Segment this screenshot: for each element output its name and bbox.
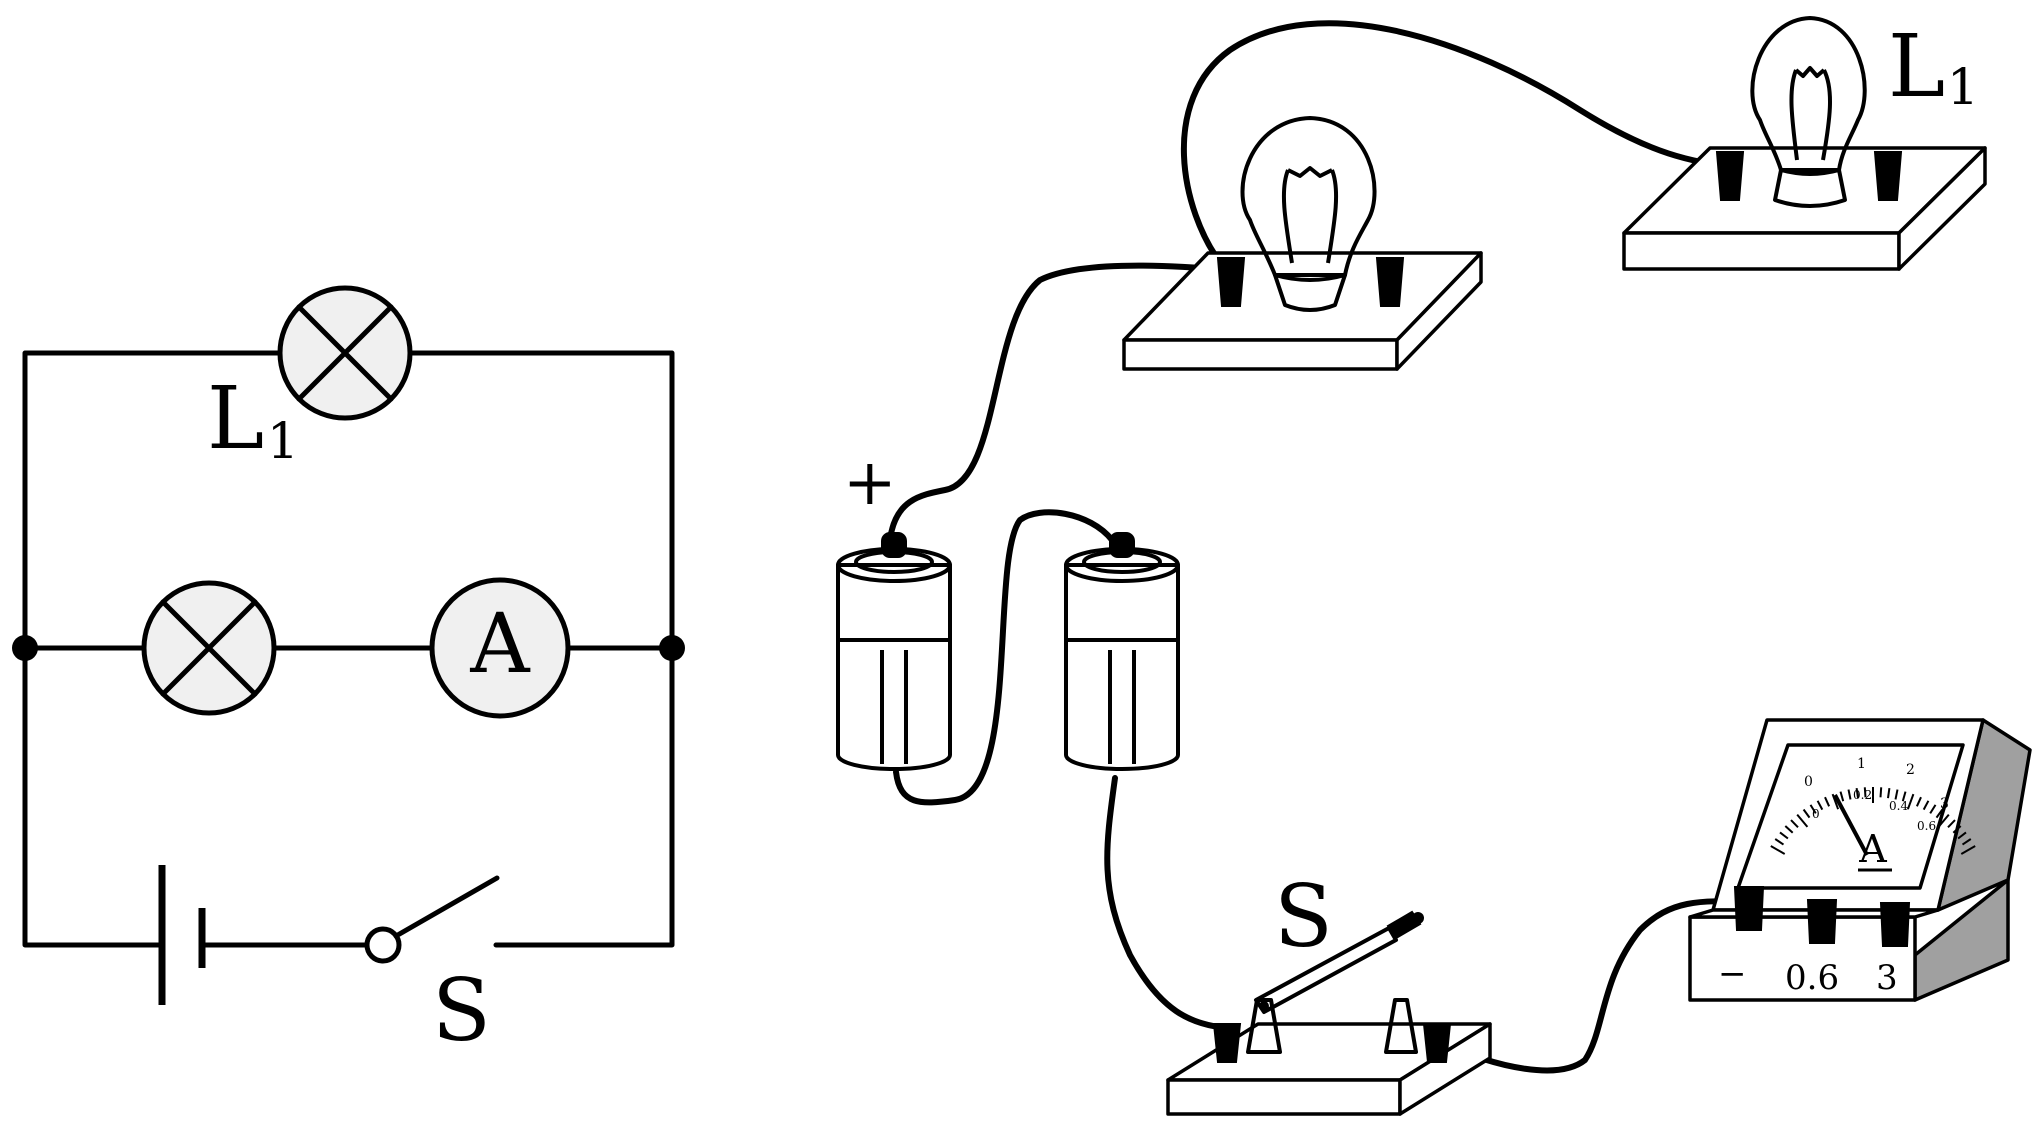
schematic-wire-top-left bbox=[22, 350, 283, 651]
lamp-l2-symbol bbox=[141, 580, 277, 716]
ammeter-scale-ticks bbox=[1770, 787, 1976, 855]
lamp-l1-label: L bbox=[207, 369, 264, 469]
lamp-l1-subscript: 1 bbox=[267, 412, 299, 470]
ammeter-scale-tick bbox=[1952, 825, 1962, 834]
lamp-l1-physical-label: L bbox=[1888, 17, 1945, 117]
circuit-schematic: L 1 A S bbox=[12, 285, 685, 1061]
switch-board bbox=[1166, 910, 1492, 1116]
ammeter-lower-0.4: 0.4 bbox=[1889, 799, 1908, 813]
ammeter-device bbox=[1688, 718, 2032, 1002]
wire-switch-to-ammeter bbox=[1432, 898, 1751, 1074]
ammeter-scale-tick bbox=[1847, 789, 1852, 800]
wire-battery-to-lamp2 bbox=[887, 262, 1231, 543]
ammeter-upper-2: 2 bbox=[1906, 762, 1915, 778]
lamp-board-2-right-terminal bbox=[1375, 257, 1405, 307]
switch-lever bbox=[393, 875, 500, 939]
ammeter-scale-tick bbox=[1784, 825, 1794, 834]
lamp-l1-physical-subscript: 1 bbox=[1947, 58, 1979, 116]
ammeter-scale-tick bbox=[1894, 789, 1899, 800]
ammeter-terminal-label-negative: − bbox=[1718, 954, 1747, 994]
ammeter-scale-tick bbox=[1774, 838, 1785, 846]
wire-cell-to-cell bbox=[893, 509, 1115, 806]
ammeter-scale-tick bbox=[1929, 804, 1937, 814]
ammeter-scale-tick bbox=[1901, 791, 1907, 802]
lamp-board-2 bbox=[1122, 116, 1483, 371]
ammeter-scale-tick bbox=[1824, 796, 1831, 807]
battery-plus-label: + bbox=[843, 446, 897, 520]
wire-lamp2-to-lamp1 bbox=[1180, 20, 1743, 268]
ammeter-scale-tick bbox=[1906, 793, 1915, 810]
ammeter-scale-tick bbox=[1961, 838, 1972, 846]
ammeter-scale-tick bbox=[1770, 845, 1786, 855]
ammeter-scale-tick bbox=[1790, 819, 1799, 828]
battery-cell-2-terminal bbox=[1109, 532, 1135, 558]
switch-label: S bbox=[432, 961, 491, 1061]
battery-cell-2 bbox=[1064, 532, 1180, 771]
ammeter-terminal-label-0.6: 0.6 bbox=[1785, 958, 1839, 998]
switch-right-terminal bbox=[1422, 1023, 1452, 1063]
ammeter-scale-tick bbox=[1816, 800, 1824, 811]
ammeter-scale-tick bbox=[1855, 787, 1859, 799]
lamp-board-1-left-terminal bbox=[1715, 151, 1745, 201]
switch-physical-label: S bbox=[1274, 867, 1333, 967]
switch-contact-post bbox=[1384, 998, 1418, 1054]
ammeter-symbol-letter: A bbox=[469, 597, 531, 692]
ammeter-negative-terminal bbox=[1733, 886, 1765, 931]
switch-hinge-post bbox=[1246, 998, 1282, 1054]
ammeter-0.6-terminal bbox=[1806, 899, 1838, 944]
ammeter-scale-tick bbox=[1879, 787, 1883, 798]
ammeter-scale-tick bbox=[1922, 800, 1930, 811]
wire-battery-to-switch bbox=[1104, 775, 1231, 1031]
ammeter-scale-tick bbox=[1935, 808, 1944, 819]
junction-right bbox=[659, 635, 685, 661]
ammeter-lower-0.6: 0.6 bbox=[1917, 819, 1936, 833]
battery-cell-1 bbox=[836, 532, 952, 771]
physical-circuit: + bbox=[836, 16, 2032, 1116]
schematic-wire-bottom-right bbox=[493, 645, 675, 948]
ammeter-scale-tick bbox=[1947, 819, 1956, 828]
junction-left bbox=[12, 635, 38, 661]
ammeter-scale-tick bbox=[1915, 796, 1922, 807]
ammeter-scale-tick bbox=[1779, 831, 1789, 840]
ammeter-face-letter: A bbox=[1858, 827, 1887, 871]
ammeter-3-terminal bbox=[1879, 902, 1911, 947]
schematic-wire-bottom-left bbox=[22, 645, 165, 948]
ammeter-scale-tick bbox=[1887, 787, 1891, 799]
ammeter-scale-tick bbox=[1937, 813, 1950, 828]
lamp-l1-symbol bbox=[277, 285, 413, 421]
ammeter-upper-0: 0 bbox=[1804, 774, 1813, 790]
ammeter-scale-tick bbox=[1796, 813, 1809, 828]
switch-pivot bbox=[364, 926, 402, 964]
ammeter-upper-1: 1 bbox=[1857, 756, 1866, 772]
battery-cell-1-terminal bbox=[881, 532, 907, 558]
ammeter-upper-3: 3 bbox=[1940, 796, 1949, 812]
lamp-board-2-left-terminal bbox=[1216, 257, 1246, 307]
ammeter-lower-0: 0 bbox=[1812, 807, 1820, 821]
ammeter-dial-face bbox=[1736, 743, 1965, 890]
switch-left-terminal bbox=[1212, 1023, 1242, 1063]
ammeter-scale-tick bbox=[1809, 804, 1817, 814]
switch-handle-grip bbox=[1386, 910, 1422, 940]
ammeter-scale-tick bbox=[1802, 808, 1811, 819]
lamp-board-1-right-terminal bbox=[1873, 151, 1903, 201]
ammeter-scale-tick bbox=[1863, 787, 1867, 798]
switch-pin bbox=[1259, 1001, 1269, 1011]
switch-handle-knob bbox=[1412, 912, 1424, 924]
schematic-wire-top-right bbox=[407, 350, 675, 651]
ammeter-scale-tick bbox=[1957, 831, 1967, 840]
ammeter-scale-tick bbox=[1831, 793, 1840, 810]
ammeter-scale-tick bbox=[1960, 845, 1976, 855]
ammeter-lower-0.2: 0.2 bbox=[1853, 788, 1872, 802]
ammeter-symbol bbox=[429, 577, 571, 719]
ammeter-scale-tick bbox=[1839, 791, 1845, 802]
ammeter-terminal-label-3: 3 bbox=[1876, 958, 1898, 998]
lamp-board-1 bbox=[1622, 16, 1987, 271]
